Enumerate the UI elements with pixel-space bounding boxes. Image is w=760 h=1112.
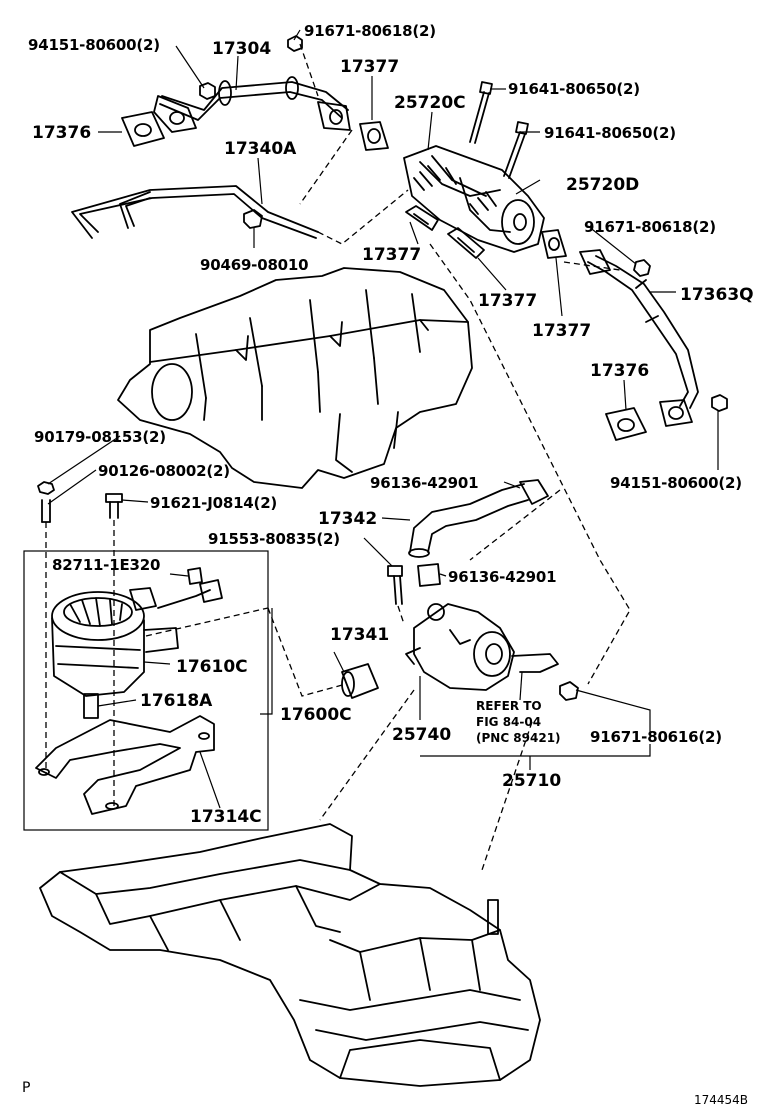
label-17377-d: 17377	[532, 321, 591, 341]
clamp-96136-a	[519, 479, 549, 505]
dashed-guides	[45, 43, 631, 871]
valve-25740	[405, 603, 559, 691]
pipe-17363q	[579, 249, 699, 427]
pipe-17340a	[71, 185, 319, 239]
bolt-91671-bottom	[559, 681, 579, 701]
label-82711: 82711-1E320	[52, 556, 160, 574]
pipe-17304	[153, 76, 351, 133]
label-17341: 17341	[330, 625, 389, 645]
label-91671-right: 91671-80618(2)	[584, 218, 716, 236]
label-96136-b: 96136-42901	[448, 568, 556, 586]
air-pump-assembly-box	[23, 550, 269, 831]
label-94151-top: 94151-80600(2)	[28, 36, 160, 54]
label-25720c: 25720C	[394, 93, 466, 113]
label-17376-b: 17376	[590, 361, 649, 381]
part-labels: 94151-80600(2) 17304 91671-80618(2) 1737…	[22, 22, 754, 1107]
bolt-91641-b	[503, 121, 529, 179]
label-25710: 25710	[502, 771, 561, 791]
label-17610c: 17610C	[176, 657, 248, 677]
bolt-91553	[387, 565, 403, 605]
nut-90179	[37, 481, 55, 495]
label-94151-right: 94151-80600(2)	[610, 474, 742, 492]
air-pump-17610c	[51, 579, 223, 697]
valve-assembly-25720	[403, 145, 545, 253]
damper-17618a	[83, 693, 99, 719]
gasket-17377-d	[541, 229, 567, 259]
label-90179: 90179-08153(2)	[34, 428, 166, 446]
label-91641-a: 91641-80650(2)	[508, 80, 640, 98]
diagram-id: 174454B	[694, 1093, 748, 1107]
label-17304: 17304	[212, 39, 271, 59]
connector-82711	[187, 567, 203, 585]
gasket-17376-left	[121, 111, 165, 147]
label-17342: 17342	[318, 509, 377, 529]
bracket-17314c	[35, 715, 215, 815]
label-91553: 91553-80835(2)	[208, 530, 340, 548]
refer-note-line2: FIG 84-04	[476, 715, 541, 729]
label-17377-c: 17377	[478, 291, 537, 311]
bolt-91671-right	[633, 259, 651, 277]
label-17376-a: 17376	[32, 123, 91, 143]
label-17377-b: 17377	[362, 245, 421, 265]
corner-mark: P	[22, 1080, 30, 1096]
nut-94151-top	[199, 82, 216, 100]
gasket-17376-right	[605, 407, 647, 441]
clip-90469	[243, 209, 263, 229]
label-91641-b: 91641-80650(2)	[544, 124, 676, 142]
intake-manifold	[117, 267, 473, 489]
label-25720d: 25720D	[566, 175, 639, 195]
label-17600c: 17600C	[280, 705, 352, 725]
gasket-17377-upper	[359, 121, 389, 151]
label-17363q: 17363Q	[680, 285, 754, 305]
label-17340a: 17340A	[224, 139, 297, 159]
leader-lines	[47, 29, 719, 809]
label-91621: 91621-J0814(2)	[150, 494, 277, 512]
clamp-96136-b	[417, 563, 441, 587]
label-96136-a: 96136-42901	[370, 474, 478, 492]
nut-94151-right	[711, 394, 728, 412]
label-17618a: 17618A	[140, 691, 213, 711]
bolt-91621	[105, 493, 123, 519]
label-91671-bottom: 91671-80616(2)	[590, 728, 722, 746]
refer-note-line1: REFER TO	[476, 699, 542, 713]
label-91671-top: 91671-80618(2)	[304, 22, 436, 40]
hose-17341	[341, 663, 379, 699]
label-17314c: 17314C	[190, 807, 262, 827]
hose-17342	[408, 483, 529, 558]
refer-note-line3: (PNC 89421)	[476, 731, 561, 745]
gasket-17377-b	[405, 205, 439, 231]
label-90126: 90126-08002(2)	[98, 462, 230, 480]
label-25740: 25740	[392, 725, 451, 745]
bolt-91641-a	[469, 81, 493, 144]
gasket-17377-c	[447, 227, 485, 259]
label-90469: 90469-08010	[200, 256, 308, 274]
cylinder-head	[39, 823, 541, 1087]
label-17377-a: 17377	[340, 57, 399, 77]
